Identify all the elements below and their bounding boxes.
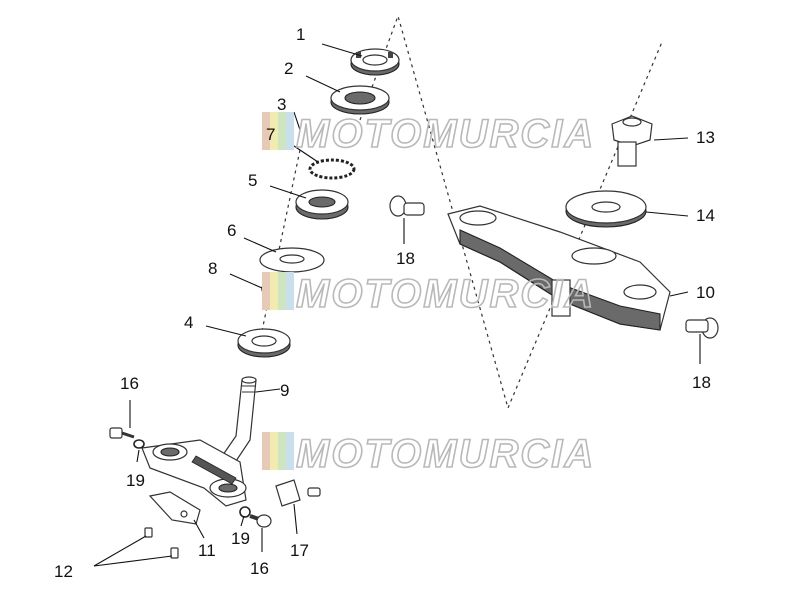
callout-9: 9 xyxy=(280,381,289,400)
part-16-bolt-right xyxy=(249,514,272,528)
part-18-bolt-upper xyxy=(389,195,425,217)
callout-14: 14 xyxy=(696,206,715,225)
callout-16-left: 16 xyxy=(120,374,139,393)
part-6-washer xyxy=(259,247,325,273)
part-16-bolt-left xyxy=(109,427,135,439)
watermark-text: MOTOMURCIA xyxy=(296,272,595,316)
callout-19-left: 19 xyxy=(126,471,145,490)
part-14-large-washer xyxy=(565,190,647,228)
part-lower-triple-clamp xyxy=(141,439,247,507)
watermark-text: MOTOMURCIA xyxy=(296,112,595,156)
callout-4: 4 xyxy=(184,313,193,332)
part-5-bearing xyxy=(295,189,349,220)
callout-19-right: 19 xyxy=(231,529,250,548)
callout-16-right: 16 xyxy=(250,559,269,578)
callout-10: 10 xyxy=(696,283,715,302)
part-2-bearing-race xyxy=(330,85,390,115)
callout-labels: 1 2 3 7 5 6 8 4 9 16 19 11 19 16 17 12 1… xyxy=(54,25,715,581)
part-17-clip xyxy=(275,479,321,507)
part-7-ball-ring xyxy=(308,158,356,180)
part-19-washer-left xyxy=(133,439,145,449)
callout-13: 13 xyxy=(696,128,715,147)
callout-2: 2 xyxy=(284,59,293,78)
callout-5: 5 xyxy=(248,171,257,190)
part-1-steering-nut xyxy=(350,48,400,76)
part-10-upper-triple-clamp xyxy=(447,205,671,331)
callout-6: 6 xyxy=(227,221,236,240)
callout-18-right: 18 xyxy=(692,373,711,392)
callout-3: 3 xyxy=(277,95,286,114)
callout-12: 12 xyxy=(54,562,73,581)
part-18-bolt-right xyxy=(685,317,719,339)
callout-17: 17 xyxy=(290,541,309,560)
watermark-top: MOTOMURCIA xyxy=(262,111,595,157)
part-11-bracket-plate xyxy=(148,491,201,525)
part-4-lower-race xyxy=(237,328,291,358)
callout-7: 7 xyxy=(266,125,275,144)
callout-8: 8 xyxy=(208,259,217,278)
callout-1: 1 xyxy=(296,25,305,44)
callout-18-upper: 18 xyxy=(396,249,415,268)
watermark-bottom: MOTOMURCIA xyxy=(262,431,595,477)
part-13-stem-nut xyxy=(611,115,653,167)
part-12-screws xyxy=(144,527,179,559)
leader-lines xyxy=(93,43,701,567)
callout-11: 11 xyxy=(198,541,216,560)
part-19-washer-right xyxy=(239,506,251,518)
watermark-text: MOTOMURCIA xyxy=(296,432,595,476)
watermark-middle: MOTOMURCIA xyxy=(262,271,595,317)
